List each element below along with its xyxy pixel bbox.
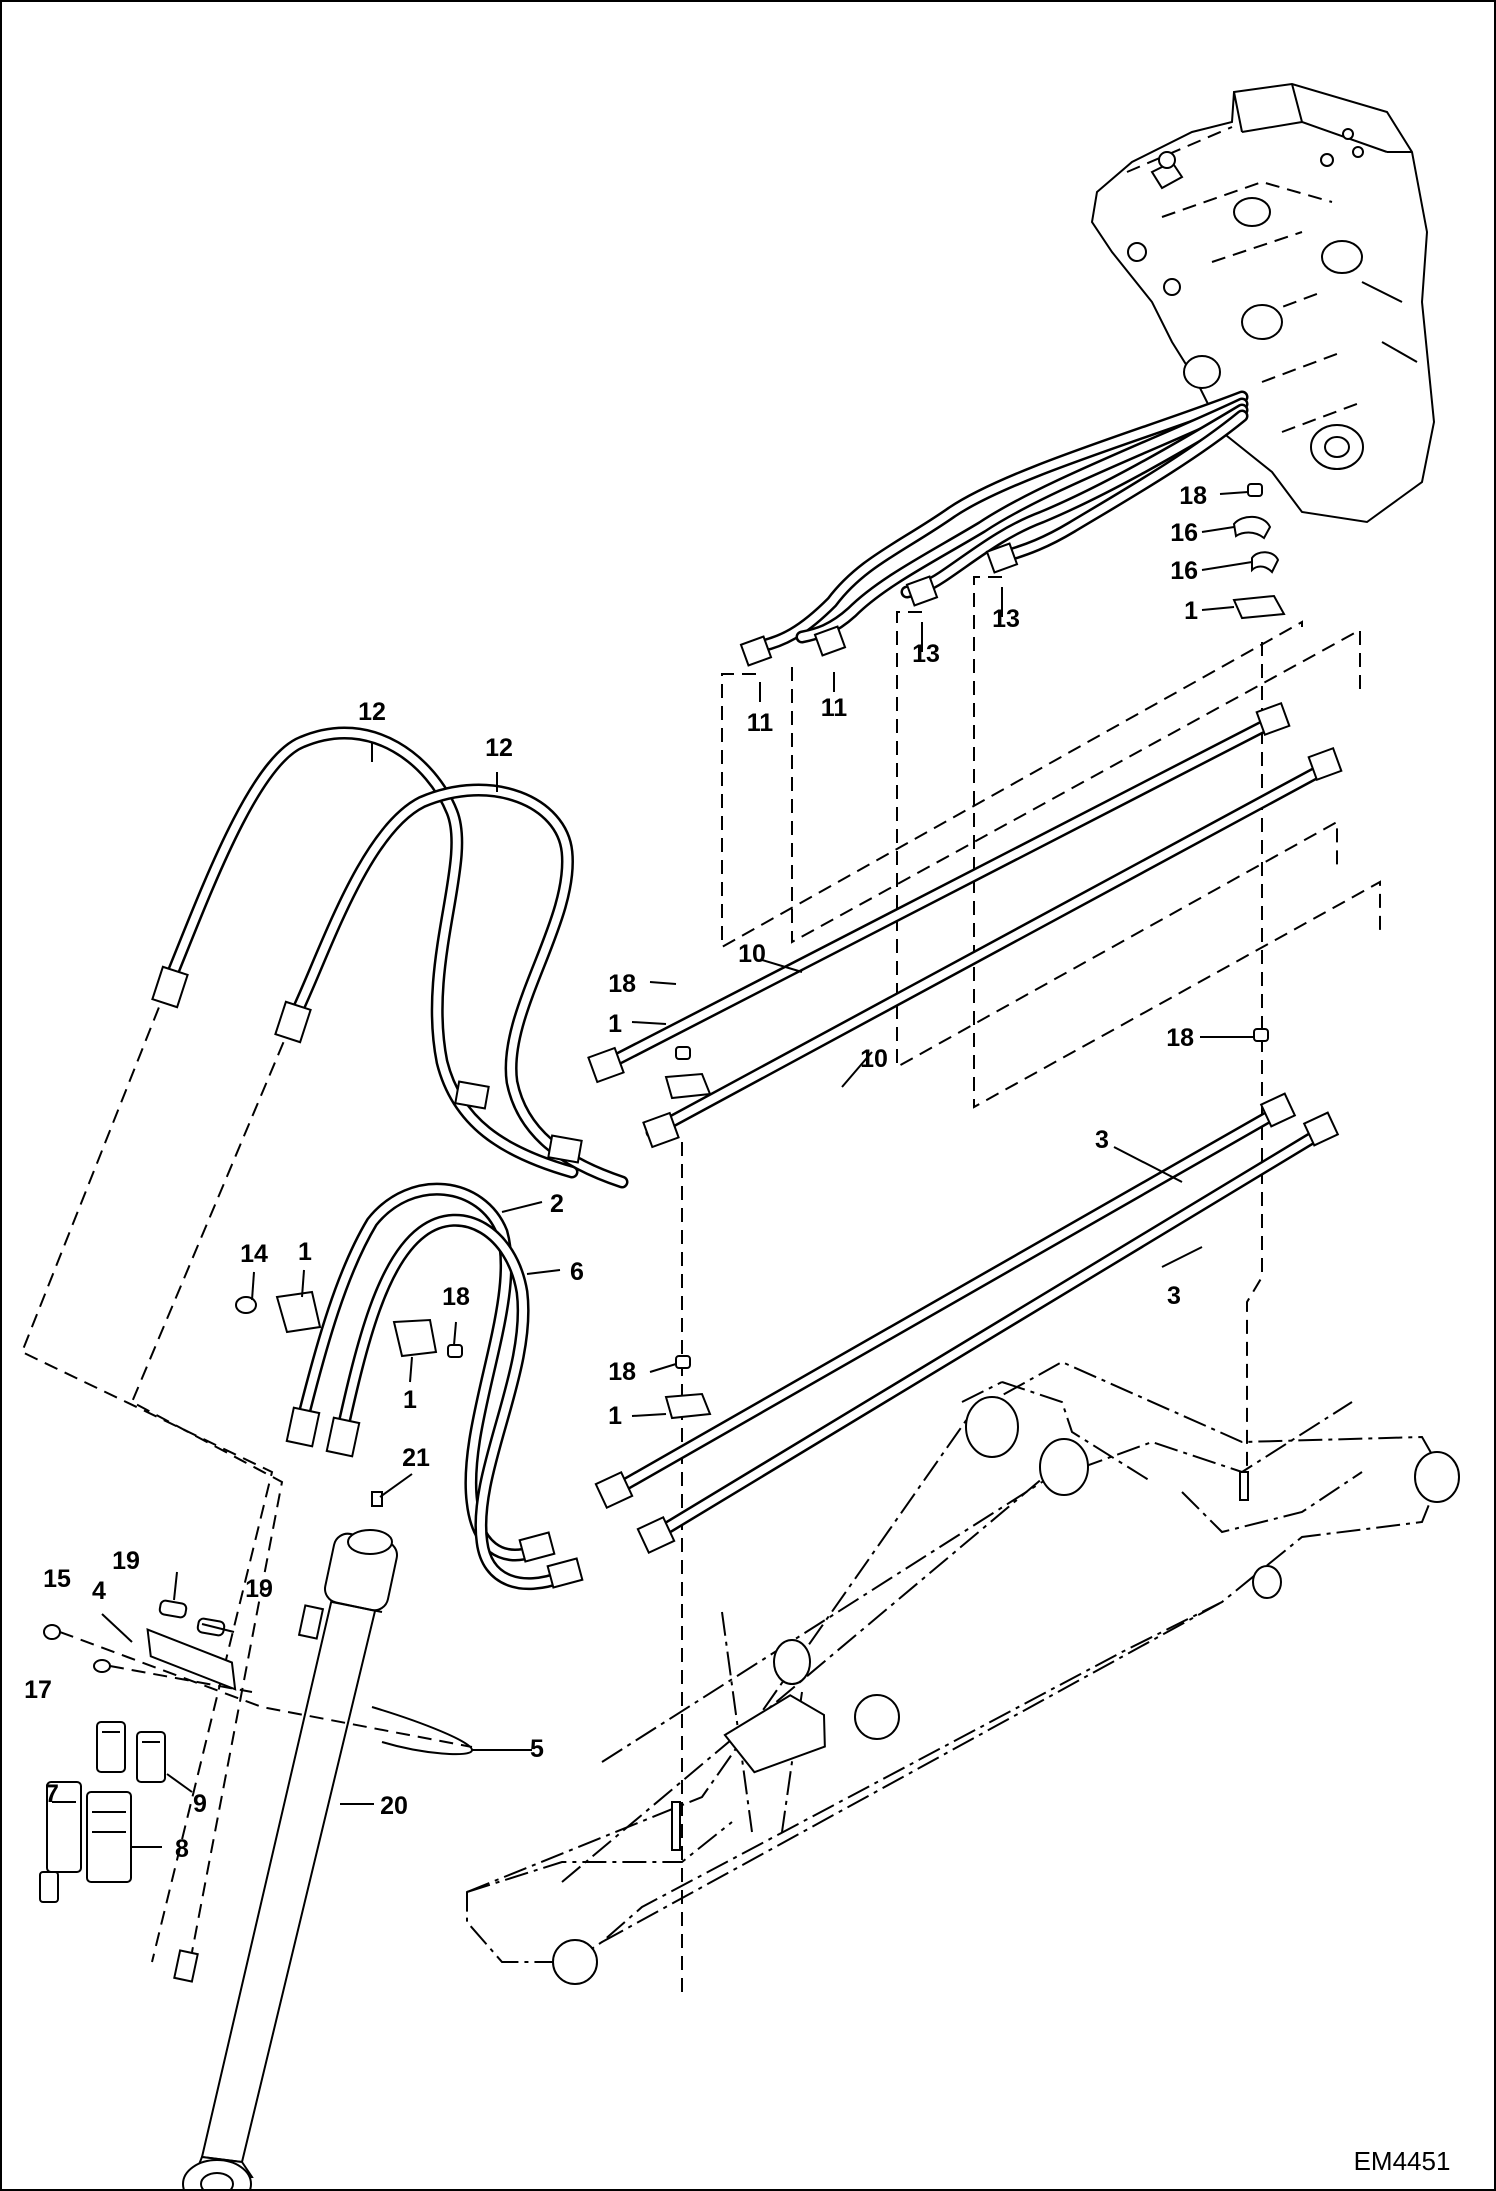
upper-hose-bundle (739, 390, 1249, 667)
callout-3-upper: 3 (1095, 1126, 1109, 1154)
clamp-hardware-middle (235, 1028, 1269, 1420)
callout-15: 15 (43, 1565, 71, 1593)
callout-12-left: 12 (358, 698, 386, 726)
cylinder-20 (173, 1491, 398, 2189)
callout-11-left: 11 (747, 709, 774, 737)
callout-6: 6 (570, 1258, 584, 1286)
tube-3-lower (594, 1092, 1340, 1555)
hose-12-right (274, 783, 629, 1189)
hose-12-fitting-a (454, 1080, 490, 1110)
callout-13-left: 13 (912, 640, 940, 668)
boom-arm (466, 1360, 1460, 1985)
callout-1-mid-left: 1 (608, 1010, 622, 1038)
callout-11-right: 11 (821, 694, 848, 722)
callout-13-right: 13 (992, 605, 1020, 633)
coupler-assembly (39, 1599, 474, 1903)
callout-18-low: 18 (608, 1358, 636, 1386)
hose-2-fitting (518, 1531, 556, 1563)
callout-16-lower: 16 (1170, 557, 1198, 585)
leader-lines (101, 491, 1254, 1848)
callout-10-lower: 10 (860, 1045, 888, 1073)
callout-7: 7 (45, 1780, 59, 1808)
callout-4: 4 (92, 1577, 106, 1605)
callout-17: 17 (24, 1676, 52, 1704)
callout-16-upper: 16 (1170, 519, 1198, 547)
callout-2: 2 (550, 1190, 564, 1218)
tube-10-upper (587, 701, 1343, 1149)
fitting-11-right (813, 625, 847, 657)
callout-9: 9 (193, 1790, 207, 1818)
callout-20: 20 (380, 1792, 408, 1820)
swing-frame-casting (1090, 82, 1436, 524)
callout-12-right: 12 (485, 734, 513, 762)
fitting-11-left (739, 635, 773, 667)
hose-2 (285, 1182, 539, 1562)
callout-19-left: 19 (112, 1547, 140, 1575)
callout-labels: 18 16 16 1 13 13 11 11 12 12 10 10 18 1 … (24, 482, 1207, 1863)
hose-6 (325, 1213, 569, 1591)
callout-1-low: 1 (608, 1402, 622, 1430)
fitting-13-left (905, 575, 939, 607)
fitting-13-right (985, 542, 1019, 574)
callout-18-mid-left: 18 (608, 970, 636, 998)
figure-code: EM4451 (1354, 2146, 1451, 2176)
callout-18-top: 18 (1179, 482, 1207, 510)
callout-18-clamp: 18 (442, 1283, 470, 1311)
callout-5: 5 (530, 1735, 544, 1763)
callout-14: 14 (240, 1240, 268, 1268)
hose-6-fitting (546, 1557, 584, 1589)
callout-8: 8 (175, 1835, 189, 1863)
callout-1-clamp-upper: 1 (298, 1238, 312, 1266)
callout-1-clamp-lower: 1 (403, 1386, 417, 1414)
callout-19-right: 19 (245, 1575, 273, 1603)
routing-lines (20, 576, 1381, 1992)
callout-21: 21 (402, 1444, 430, 1472)
grease-fitting-21 (371, 1491, 383, 1507)
callout-1-top: 1 (1184, 597, 1198, 625)
callout-3-lower: 3 (1167, 1282, 1181, 1310)
hose-12-fitting-b (547, 1134, 583, 1164)
callout-10-upper: 10 (738, 940, 766, 968)
upper-clamp-stack (1232, 483, 1286, 620)
callout-18-mid-right: 18 (1166, 1024, 1194, 1052)
